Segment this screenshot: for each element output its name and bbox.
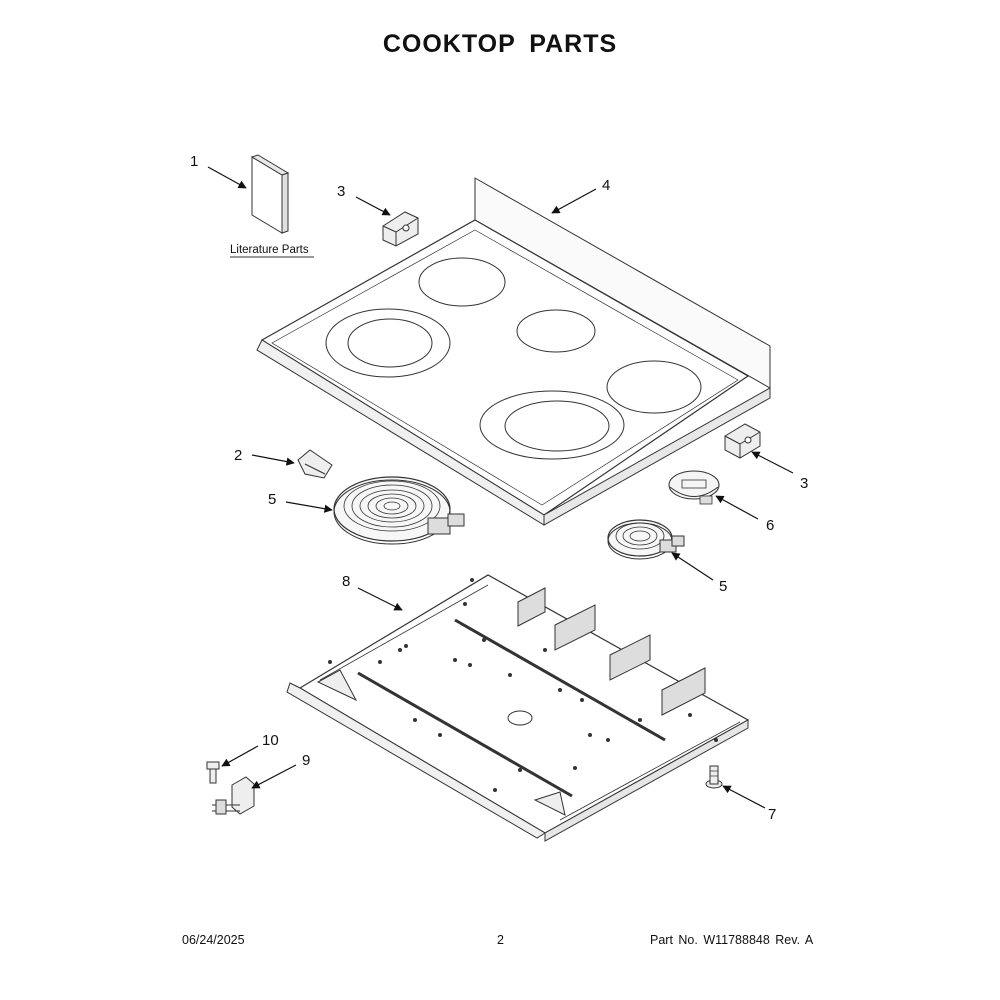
callout-arrow-6 bbox=[715, 495, 759, 520]
callout-7: 7 bbox=[768, 806, 776, 823]
terminal-block-part bbox=[212, 776, 255, 815]
callout-5-large: 5 bbox=[268, 491, 276, 508]
callout-3-right: 3 bbox=[800, 475, 808, 492]
element-shield bbox=[668, 470, 720, 505]
callout-arrow-5a bbox=[285, 501, 333, 513]
callout-arrow-4 bbox=[551, 188, 597, 214]
page-title: COOKTOP PARTS bbox=[382, 30, 618, 58]
callout-arrow-8 bbox=[357, 587, 403, 611]
screw-part bbox=[705, 765, 723, 789]
callout-9: 9 bbox=[302, 752, 310, 769]
small-surface-element bbox=[607, 519, 685, 560]
support-pan bbox=[286, 574, 750, 842]
callout-4: 4 bbox=[602, 177, 610, 194]
literature-parts-label: Literature Parts bbox=[230, 244, 309, 256]
callout-arrows bbox=[207, 166, 794, 809]
callout-labels: 1 2 3 3 4 5 5 6 7 8 9 10 Literature Part… bbox=[190, 153, 808, 823]
bracket-part-upper bbox=[382, 211, 419, 247]
literature-booklet bbox=[250, 154, 290, 234]
callout-10: 10 bbox=[262, 732, 279, 749]
main-cooktop bbox=[256, 177, 771, 526]
callout-1: 1 bbox=[190, 153, 198, 170]
callout-arrow-10 bbox=[221, 745, 259, 767]
callout-arrow-3b bbox=[751, 451, 794, 474]
callout-2: 2 bbox=[234, 447, 242, 464]
callout-3-upper: 3 bbox=[337, 183, 345, 200]
callout-arrow-2 bbox=[251, 454, 295, 466]
screw-small-part bbox=[206, 761, 220, 784]
footer-part-number: Part No. W11788848 Rev. A bbox=[650, 933, 814, 947]
callout-arrow-1 bbox=[207, 166, 247, 189]
callout-arrow-3a bbox=[355, 196, 391, 216]
callout-8: 8 bbox=[342, 573, 350, 590]
callout-arrow-7 bbox=[722, 785, 766, 809]
large-surface-element bbox=[333, 476, 465, 545]
clip-part bbox=[297, 449, 333, 479]
footer-page-number: 2 bbox=[497, 933, 504, 947]
callout-arrow-5b bbox=[671, 552, 714, 581]
bracket-part-right bbox=[724, 423, 761, 459]
footer-date: 06/24/2025 bbox=[182, 933, 245, 947]
callout-5-small: 5 bbox=[719, 578, 727, 595]
callout-arrow-9 bbox=[251, 764, 297, 789]
callout-6: 6 bbox=[766, 517, 774, 534]
